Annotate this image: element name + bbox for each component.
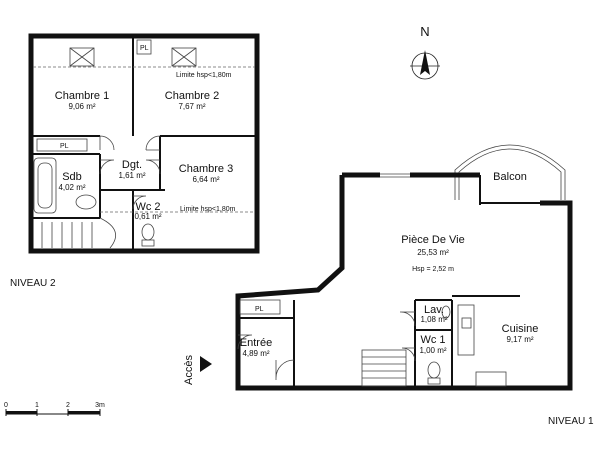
room-name: Sdb <box>62 171 82 183</box>
room-area: 25,53 m² <box>417 248 449 257</box>
room-area: 1,00 m² <box>419 346 446 355</box>
pl-label: PL <box>60 143 69 150</box>
door <box>145 159 161 175</box>
room-name: Entrée <box>240 337 272 349</box>
skylight-icon <box>171 47 197 67</box>
room-area: 6,64 m² <box>192 175 219 184</box>
north-arrow-icon <box>410 50 440 80</box>
kitchen-counter <box>457 304 475 356</box>
room-name: Lav. <box>424 304 444 316</box>
sink-icon <box>461 317 472 329</box>
scale-tick-label: 3m <box>95 402 105 409</box>
toilet-icon <box>141 223 155 241</box>
stairs <box>41 217 117 249</box>
balcony <box>458 148 562 200</box>
kitchen-counter <box>475 371 507 387</box>
toilet-icon <box>427 377 441 385</box>
bathtub-icon <box>33 157 57 214</box>
level-2-title: NIVEAU 2 <box>10 278 56 289</box>
level-1-outer-wall <box>235 172 573 391</box>
level-2-outer-wall <box>28 33 260 254</box>
skylight-icon <box>69 47 95 67</box>
pl-box <box>136 39 152 55</box>
toilet-icon <box>141 239 155 247</box>
bathtub-icon <box>37 162 53 209</box>
door <box>275 359 295 380</box>
north-label: N <box>420 24 429 39</box>
ceiling-limit-label: Limite hsp<1,80m <box>180 206 236 213</box>
door <box>99 159 115 175</box>
level-2-plan: Chambre 1 9,06 m² Chambre 2 7,67 m² Cham… <box>28 33 260 254</box>
room-area: 4,02 m² <box>58 183 85 192</box>
door <box>99 135 115 151</box>
scale-tick-label: 0 <box>4 402 8 409</box>
room-name: Chambre 2 <box>165 90 219 102</box>
door <box>132 195 147 210</box>
door <box>401 347 416 362</box>
door <box>145 135 161 151</box>
ceiling-height-label: Hsp = 2,52 m <box>412 266 454 273</box>
scale-tick-label: 2 <box>66 402 70 409</box>
pl-label: PL <box>140 45 149 52</box>
stairs <box>361 349 407 387</box>
room-name: Chambre 3 <box>179 163 233 175</box>
room-area: 0,61 m² <box>134 212 161 221</box>
entrance-label: Accès <box>183 355 195 385</box>
room-name: Dgt. <box>122 159 142 171</box>
door <box>400 311 416 327</box>
skylight-icon <box>171 47 197 67</box>
room-area: 4,89 m² <box>242 349 269 358</box>
basin-icon <box>75 194 97 210</box>
room-area: 1,61 m² <box>118 171 145 180</box>
balcony-label: Balcon <box>493 171 527 183</box>
balcony <box>454 144 566 200</box>
entrance-arrow-icon <box>200 356 212 372</box>
room-name: Wc 2 <box>135 201 160 213</box>
room-area: 9,06 m² <box>68 102 95 111</box>
level-1-title: NIVEAU 1 <box>548 416 594 427</box>
pl-box <box>36 138 88 152</box>
level-1-plan: Balcon Pièce De Vie 25,53 m² Hsp = 2,52 … <box>183 144 573 391</box>
room-name: Cuisine <box>502 323 539 335</box>
room-area: 1,08 m² <box>420 315 447 324</box>
pl-label: PL <box>255 306 264 313</box>
toilet-icon <box>427 361 441 379</box>
entrance-door <box>237 334 253 350</box>
skylight-icon <box>69 47 95 67</box>
room-name: Pièce De Vie <box>401 234 464 246</box>
room-area: 9,17 m² <box>506 335 533 344</box>
ceiling-limit-label: Limite hsp<1,80m <box>176 72 232 79</box>
room-area: 7,67 m² <box>178 102 205 111</box>
basin-icon <box>441 305 451 319</box>
room-name: Chambre 1 <box>55 90 109 102</box>
room-name: Wc 1 <box>420 334 445 346</box>
scale-bar <box>5 409 101 416</box>
pl-box <box>239 299 281 315</box>
scale-tick-label: 1 <box>35 402 39 409</box>
